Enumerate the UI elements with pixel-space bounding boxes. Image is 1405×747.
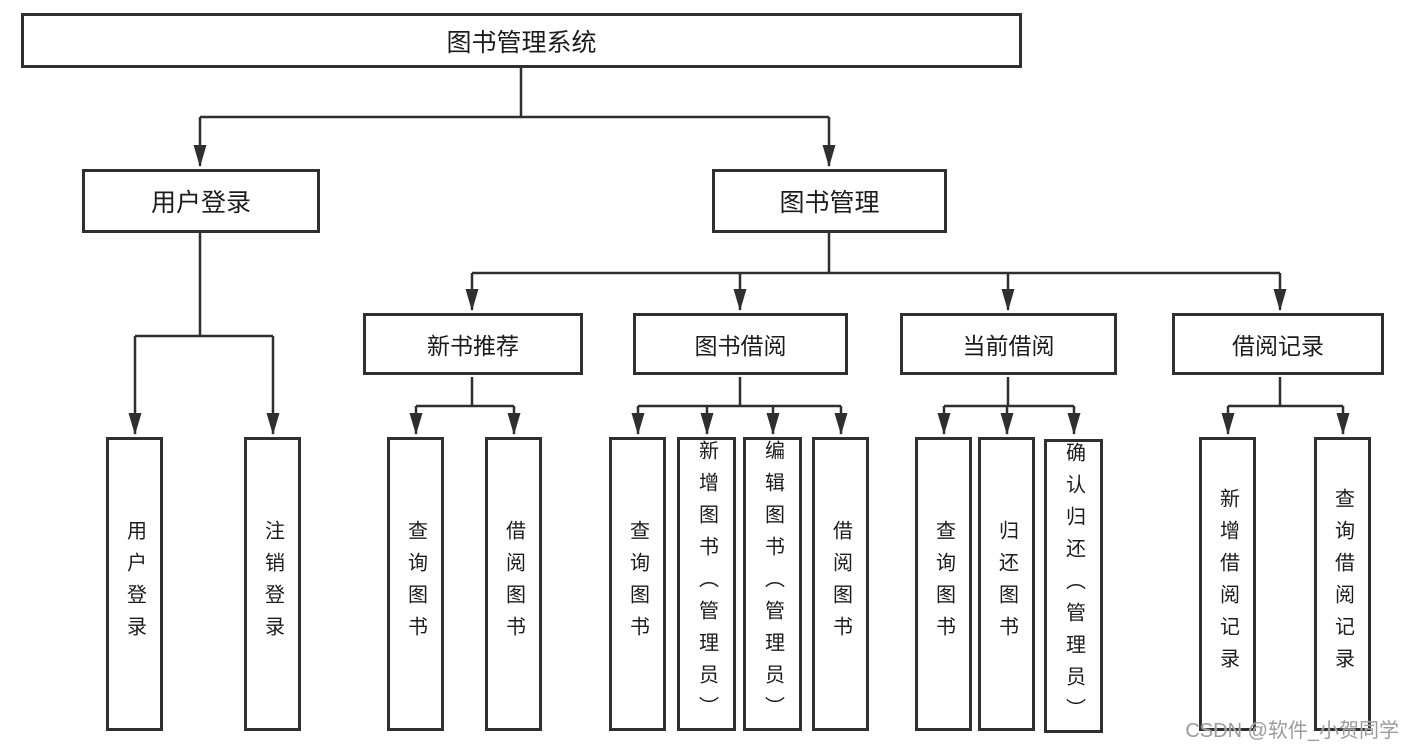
edge-book-management-branch: [472, 233, 1280, 275]
leaf-borrow-query-books: 查询图书: [609, 437, 666, 731]
edge-borrow-branch: [638, 377, 841, 408]
node-root: 图书管理系统: [21, 13, 1022, 68]
leaf-current-confirm-return-admin: 确认归还（管理员）: [1044, 439, 1103, 733]
edge-root-branch: [200, 68, 829, 119]
leaf-borrow-edit-books-admin: 编辑图书（管理员）: [743, 437, 802, 731]
leaf-recommend-borrow-books: 借阅图书: [485, 437, 542, 731]
leaf-current-return-books: 归还图书: [978, 437, 1035, 731]
node-user-login-module: 用户登录: [82, 169, 320, 233]
edge-user-login-branch: [135, 233, 273, 338]
leaf-recommend-query-books: 查询图书: [387, 437, 444, 731]
leaf-records-add-record: 新增借阅记录: [1199, 437, 1256, 731]
node-book-borrow: 图书借阅: [633, 313, 848, 375]
leaf-logout: 注销登录: [244, 437, 301, 731]
watermark: CSDN @软件_小贺同学: [1185, 720, 1399, 742]
edge-recommend-branch: [416, 377, 514, 408]
leaf-current-query-books: 查询图书: [915, 437, 972, 731]
leaf-borrow-add-books-admin: 新增图书（管理员）: [677, 437, 736, 731]
node-book-management: 图书管理: [712, 169, 947, 233]
leaf-records-query-record: 查询借阅记录: [1314, 437, 1371, 731]
edge-current-branch: [944, 377, 1074, 408]
node-current-borrow: 当前借阅: [900, 313, 1117, 375]
leaf-borrow-borrow-books: 借阅图书: [812, 437, 869, 731]
node-borrow-records: 借阅记录: [1172, 313, 1384, 375]
node-new-book-recommend: 新书推荐: [363, 313, 583, 375]
leaf-user-login: 用户登录: [106, 437, 163, 731]
edge-records-branch: [1228, 377, 1343, 408]
